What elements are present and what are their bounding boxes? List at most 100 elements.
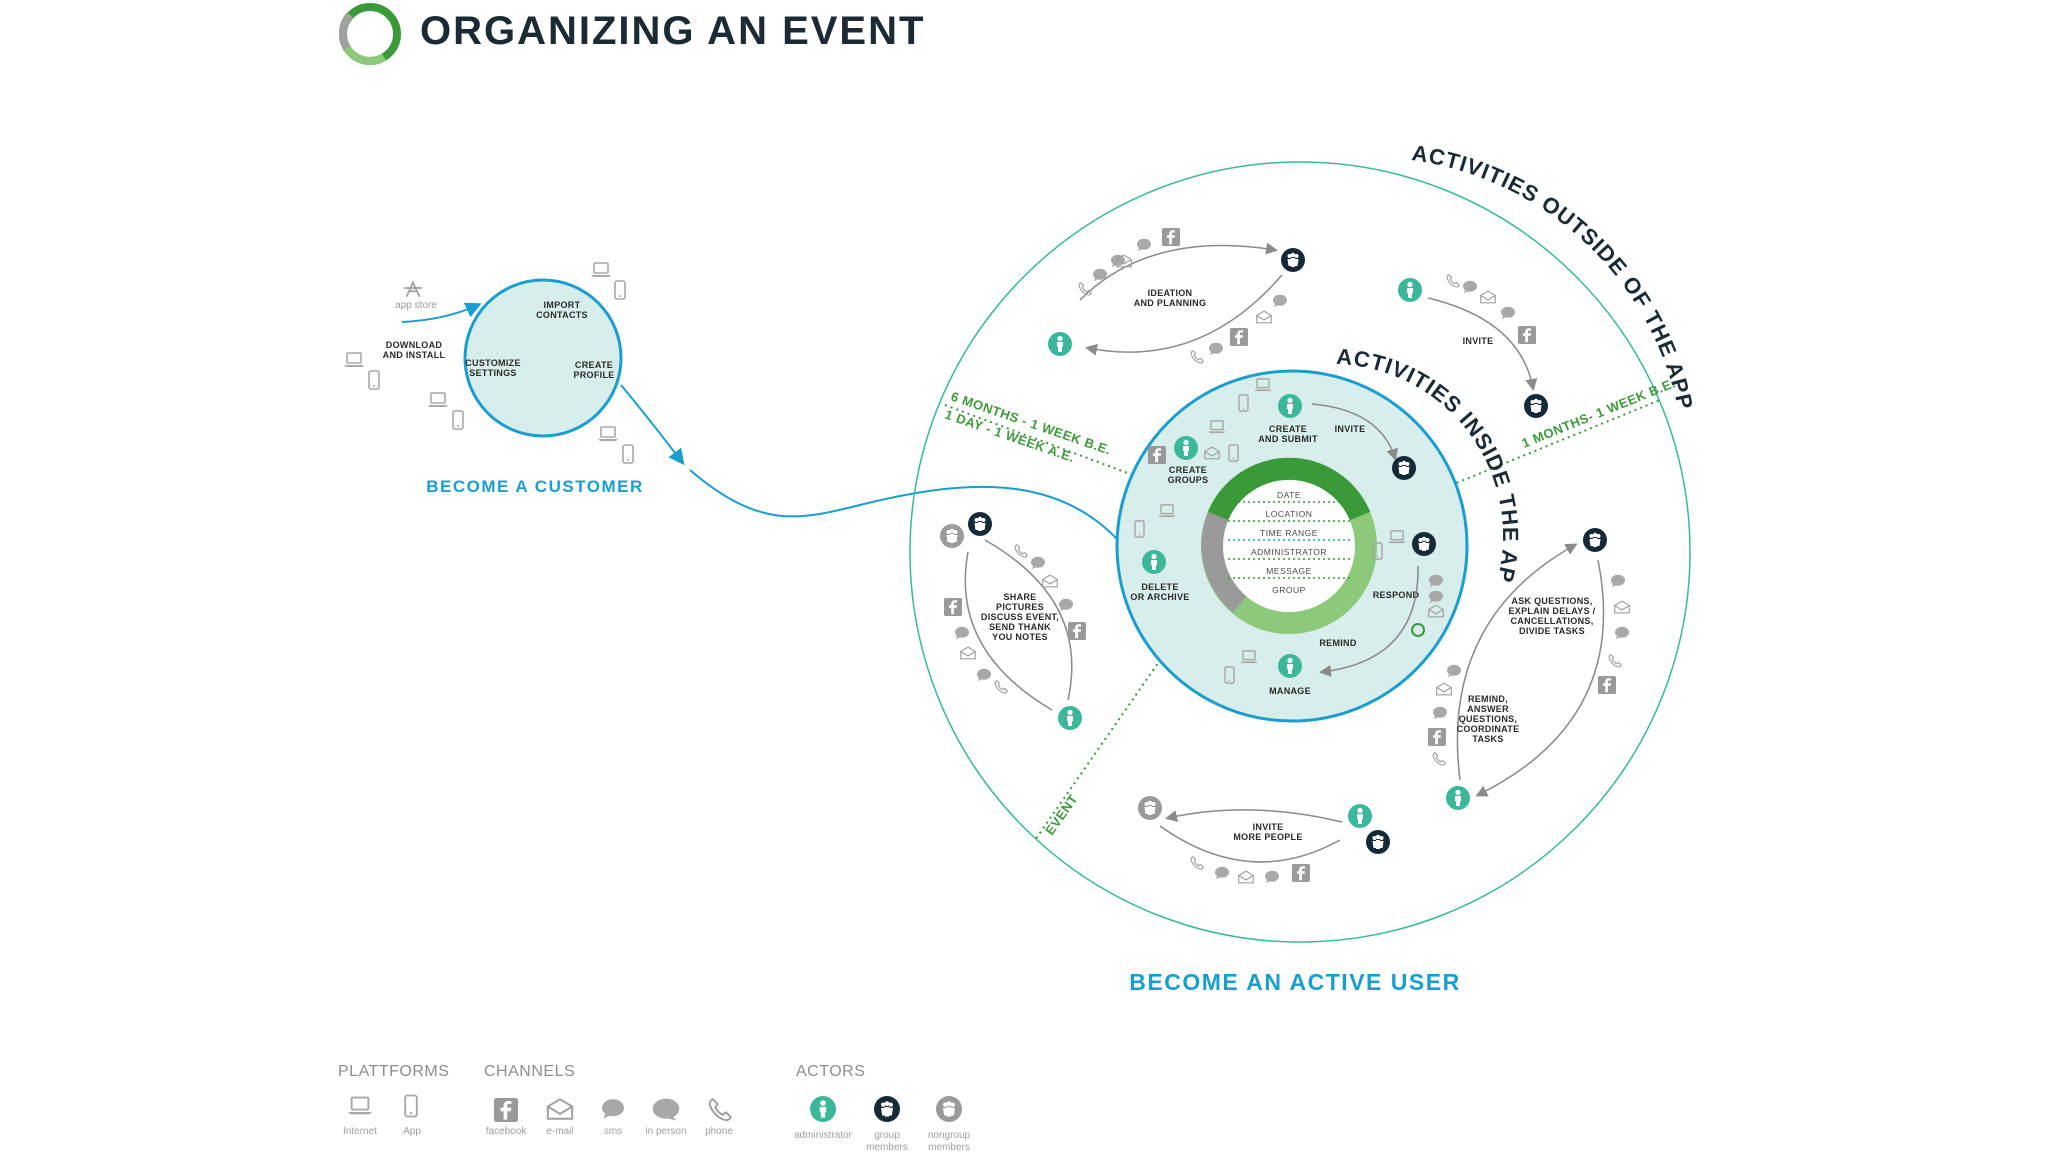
legend-group-members: members — [866, 1142, 908, 1152]
customer-stage: app store DOWNLOAD AND INSTALL IMPORT CO… — [344, 262, 642, 496]
legend-actors-heading: ACTORS — [796, 1063, 865, 1080]
delete-label: DELETE — [1141, 582, 1178, 592]
ask-remind-group: ASK QUESTIONS, EXPLAIN DELAYS / CANCELLA… — [1428, 528, 1630, 810]
phone-icon — [1432, 752, 1446, 766]
ring-field-message: MESSAGE — [1266, 566, 1312, 576]
share-label-5: YOU NOTES — [992, 632, 1048, 642]
remind-outer-label: REMIND, — [1468, 694, 1508, 704]
import-label-2: CONTACTS — [536, 310, 588, 320]
download-label-2: AND INSTALL — [383, 350, 446, 360]
ask-label-4: DIVIDE TASKS — [1519, 626, 1585, 636]
app-store-label: app store — [395, 300, 437, 311]
share-label: SHARE — [1003, 592, 1036, 602]
page-header: ORGANIZING AN EVENT — [339, 3, 925, 65]
sms-icon — [602, 1099, 624, 1119]
page-title: ORGANIZING AN EVENT — [420, 9, 925, 53]
legend: PLATTFORMS Internet App CHANNELS faceboo… — [338, 1063, 971, 1153]
group-members-icon — [874, 1096, 900, 1122]
facebook-icon — [944, 598, 962, 616]
legend-administrator: administrator — [794, 1130, 852, 1141]
group-members-icon — [1281, 248, 1305, 272]
share-label-3: DISCUSS EVENT, — [981, 612, 1059, 622]
administrator-icon — [1348, 804, 1372, 828]
download-label: DOWNLOAD — [386, 340, 443, 350]
ask-label: ASK QUESTIONS, — [1511, 596, 1592, 606]
app-store-icon — [403, 281, 423, 298]
ask-label-3: CANCELLATIONS, — [1510, 616, 1593, 626]
ring-field-date: DATE — [1277, 490, 1301, 500]
customer-circle — [463, 278, 623, 438]
inner-stage: ACTIVITIES INSIDE THE APP DATE LOCATION … — [0, 0, 1522, 723]
legend-sms: sms — [604, 1126, 622, 1137]
invite-inner-label: INVITE — [1335, 424, 1366, 434]
remind-outer-label-2: ANSWER — [1467, 704, 1509, 714]
legend-app: App — [403, 1126, 421, 1137]
customer-to-user-arrow — [620, 384, 685, 466]
sms-icon — [1111, 254, 1125, 268]
invite-more-group: INVITE MORE PEOPLE — [1138, 796, 1390, 884]
create-submit-label-2: AND SUBMIT — [1258, 434, 1318, 444]
phone-icon — [1078, 282, 1092, 296]
laptop-icon — [344, 352, 364, 368]
ideation-group: IDEATION AND PLANNING — [1048, 228, 1305, 364]
share-label-4: SEND THANK — [989, 622, 1051, 632]
share-group: SHARE PICTURES DISCUSS EVENT, SEND THANK… — [940, 512, 1086, 730]
administrator-icon — [1446, 786, 1470, 810]
svg-text:DOWNLOAD: DOWNLOAD — [386, 340, 443, 350]
nongroup-members-icon — [1138, 796, 1162, 820]
timeline-event: EVENT — [1042, 792, 1081, 838]
sms-icon — [1615, 626, 1629, 640]
sms-icon — [1611, 574, 1625, 588]
ring-field-time-range: TIME RANGE — [1260, 528, 1318, 538]
group-members-icon — [968, 512, 992, 536]
sms-icon — [1273, 294, 1287, 308]
phone-device-icon — [368, 370, 380, 390]
administrator-icon — [1278, 654, 1302, 678]
respond-label: RESPOND — [1373, 590, 1420, 600]
email-icon — [1238, 870, 1254, 884]
sms-icon — [1463, 280, 1477, 294]
phone-icon — [708, 1098, 732, 1122]
sms-icon — [1447, 664, 1461, 678]
event-fields: DATE LOCATION TIME RANGE ADMINISTRATOR M… — [1228, 490, 1350, 595]
facebook-icon — [1148, 446, 1166, 464]
legend-channels-heading: CHANNELS — [484, 1063, 575, 1080]
administrator-icon — [1058, 706, 1082, 730]
email-icon — [1042, 574, 1058, 588]
administrator-icon — [810, 1096, 836, 1122]
facebook-icon — [1162, 228, 1180, 246]
facebook-icon — [1598, 676, 1616, 694]
legend-email: e-mail — [546, 1126, 573, 1137]
invite-more-label-2: MORE PEOPLE — [1233, 832, 1302, 842]
legend-platforms-heading: PLATTFORMS — [338, 1063, 449, 1080]
group-members-icon — [1524, 394, 1548, 418]
sms-icon — [1433, 706, 1447, 720]
customize-label: CUSTOMIZE — [465, 358, 521, 368]
phone-icon — [1190, 856, 1204, 870]
administrator-icon — [1174, 436, 1198, 460]
email-icon — [546, 1098, 574, 1120]
facebook-icon — [1230, 328, 1248, 346]
group-members-icon — [1583, 528, 1607, 552]
delete-label-2: OR ARCHIVE — [1130, 592, 1189, 602]
in-person-icon — [652, 1098, 680, 1121]
sms-icon — [1265, 870, 1279, 884]
facebook-icon — [1068, 622, 1086, 640]
email-icon — [1256, 310, 1272, 324]
legend-phone: phone — [705, 1126, 733, 1137]
install-arrow — [401, 302, 482, 323]
administrator-icon — [1142, 550, 1166, 574]
facebook-icon — [1428, 728, 1446, 746]
legend-in-person: in person — [645, 1126, 686, 1137]
administrator-icon — [1398, 278, 1422, 302]
sms-icon — [1501, 306, 1515, 320]
laptop-icon — [428, 392, 448, 408]
loading-ring-icon — [1411, 623, 1425, 637]
active-user-stage-label: BECOME AN ACTIVE USER — [1129, 969, 1460, 995]
phone-icon — [1608, 654, 1622, 668]
ring-field-group: GROUP — [1272, 585, 1306, 595]
journey-line — [689, 469, 1126, 549]
sms-icon — [1209, 342, 1223, 356]
phone-device-icon — [614, 280, 626, 300]
phone-icon — [1446, 274, 1460, 288]
